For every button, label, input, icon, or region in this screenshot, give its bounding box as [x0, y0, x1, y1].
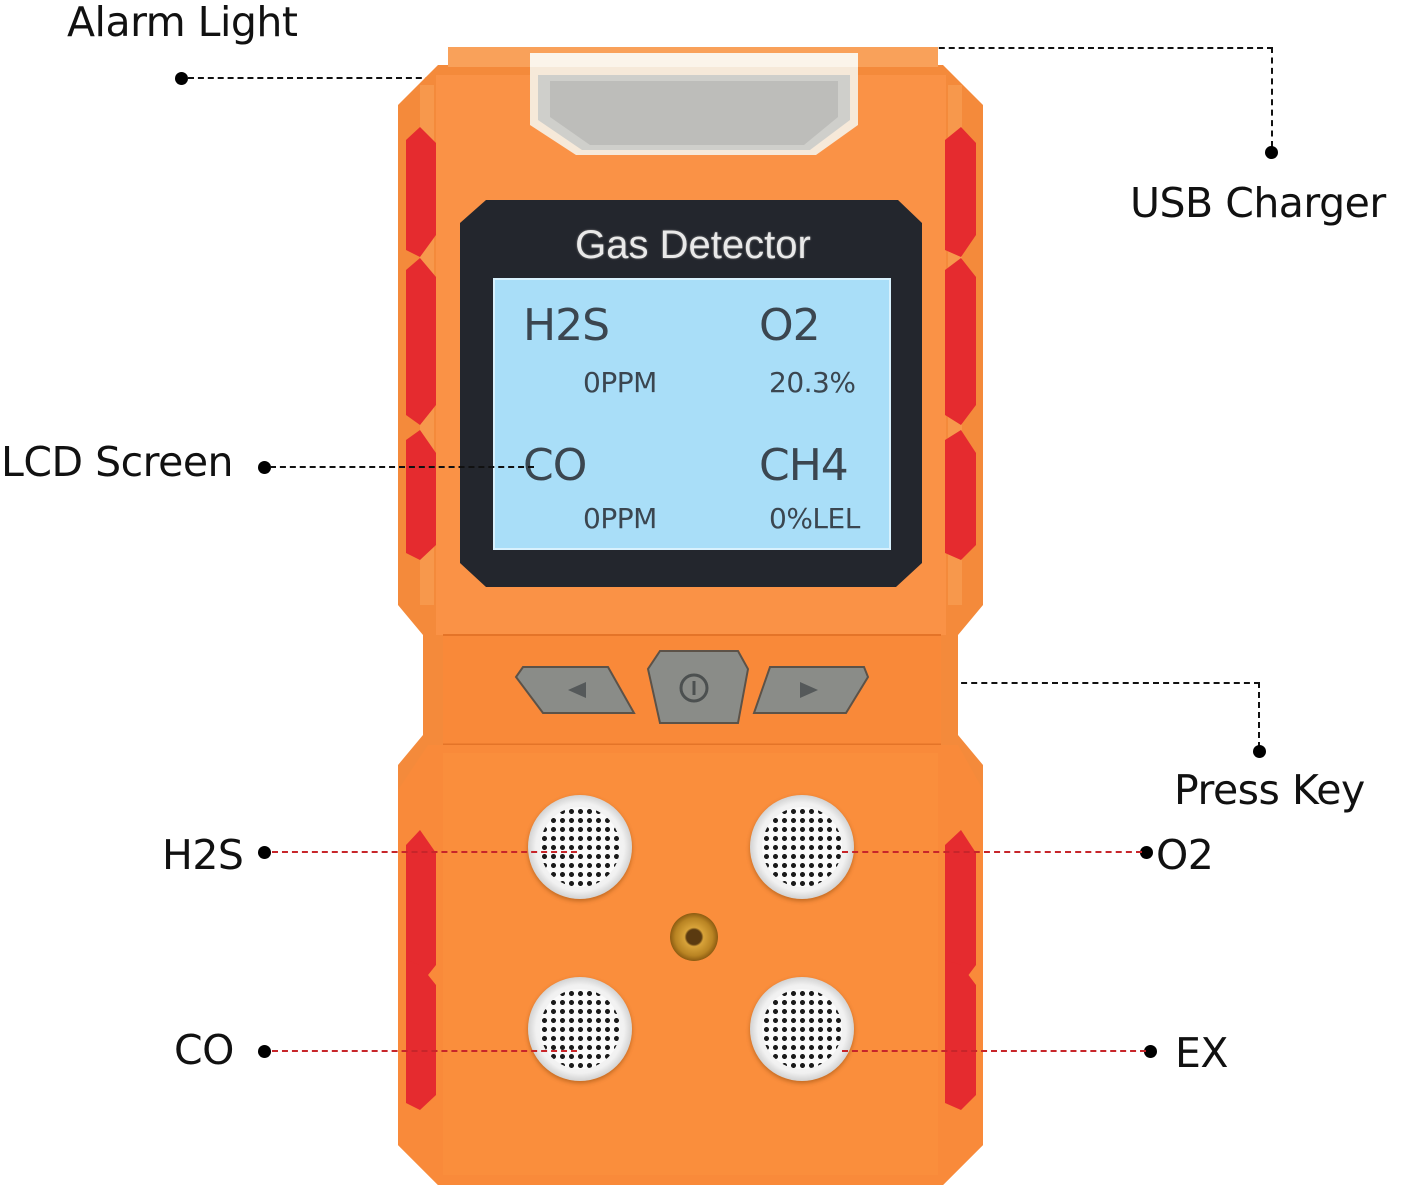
callout-alarm-light-dot — [175, 72, 188, 85]
callout-sensor-ex-line — [842, 1050, 1146, 1052]
sensor-mesh — [762, 807, 842, 887]
key-right-shape — [752, 666, 870, 714]
callout-lcd-screen-line — [270, 466, 534, 468]
callout-usb-charger-dot — [1265, 146, 1278, 159]
center-screw-icon — [670, 913, 718, 961]
callout-sensor-co-line — [272, 1050, 577, 1052]
callout-alarm-light-line — [188, 77, 610, 79]
callout-sensor-ex-label: EX — [1175, 1029, 1229, 1077]
callout-alarm-light-label: Alarm Light — [67, 0, 298, 46]
callout-lcd-screen-label: LCD Screen — [1, 438, 234, 486]
callout-press-key-dot — [1253, 745, 1266, 758]
device-body-shape — [398, 47, 983, 1185]
callout-usb-charger-line — [720, 47, 1273, 49]
lcd-gas-o2-value: 20.3% — [769, 366, 856, 399]
sensor-o2 — [750, 795, 854, 899]
lcd-gas-co-value: 0PPM — [583, 502, 657, 535]
key-power-shape — [646, 650, 750, 724]
lcd-gas-h2s-value: 0PPM — [583, 366, 657, 399]
callout-sensor-o2-label: O2 — [1156, 831, 1214, 879]
callout-usb-charger-label: USB Charger — [1130, 179, 1386, 227]
callout-press-key-line — [850, 682, 1260, 684]
callout-press-key-line-vertical — [1258, 682, 1260, 748]
callout-sensor-o2-dot — [1140, 846, 1153, 859]
gas-detector-device: Gas Detector H2S 0PPM O2 20.3% CO 0PPM C… — [398, 45, 988, 1185]
callout-sensor-co-dot — [258, 1045, 271, 1058]
callout-sensor-h2s-line — [272, 851, 577, 853]
key-left-shape — [514, 666, 636, 714]
lcd-gas-ch4-name: CH4 — [759, 440, 849, 491]
lcd-gas-co-name: CO — [523, 440, 587, 491]
callout-sensor-ex-dot — [1144, 1045, 1157, 1058]
power-key[interactable] — [648, 649, 748, 725]
lcd-gas-o2-name: O2 — [759, 300, 821, 351]
left-arrow-key[interactable] — [516, 665, 636, 715]
sensor-mesh — [762, 989, 842, 1069]
callout-sensor-o2-line — [842, 851, 1142, 853]
lcd-gas-ch4-value: 0%LEL — [769, 502, 860, 535]
callout-sensor-h2s-label: H2S — [162, 831, 244, 879]
sensor-ex — [750, 977, 854, 1081]
sensor-co — [528, 977, 632, 1081]
callout-usb-charger-line-vertical — [1271, 47, 1273, 147]
callout-press-key-label: Press Key — [1174, 766, 1365, 814]
right-arrow-key[interactable] — [754, 665, 870, 715]
lcd-gas-h2s-name: H2S — [523, 300, 610, 351]
callout-sensor-h2s-dot — [258, 846, 271, 859]
sensor-mesh — [540, 989, 620, 1069]
callout-lcd-screen-dot — [258, 461, 271, 474]
callout-sensor-co-label: CO — [174, 1026, 234, 1074]
lcd-screen: H2S 0PPM O2 20.3% CO 0PPM CH4 0%LEL — [493, 278, 891, 550]
sensor-h2s — [528, 795, 632, 899]
lcd-title: Gas Detector — [575, 223, 811, 267]
sensor-mesh — [540, 807, 620, 887]
